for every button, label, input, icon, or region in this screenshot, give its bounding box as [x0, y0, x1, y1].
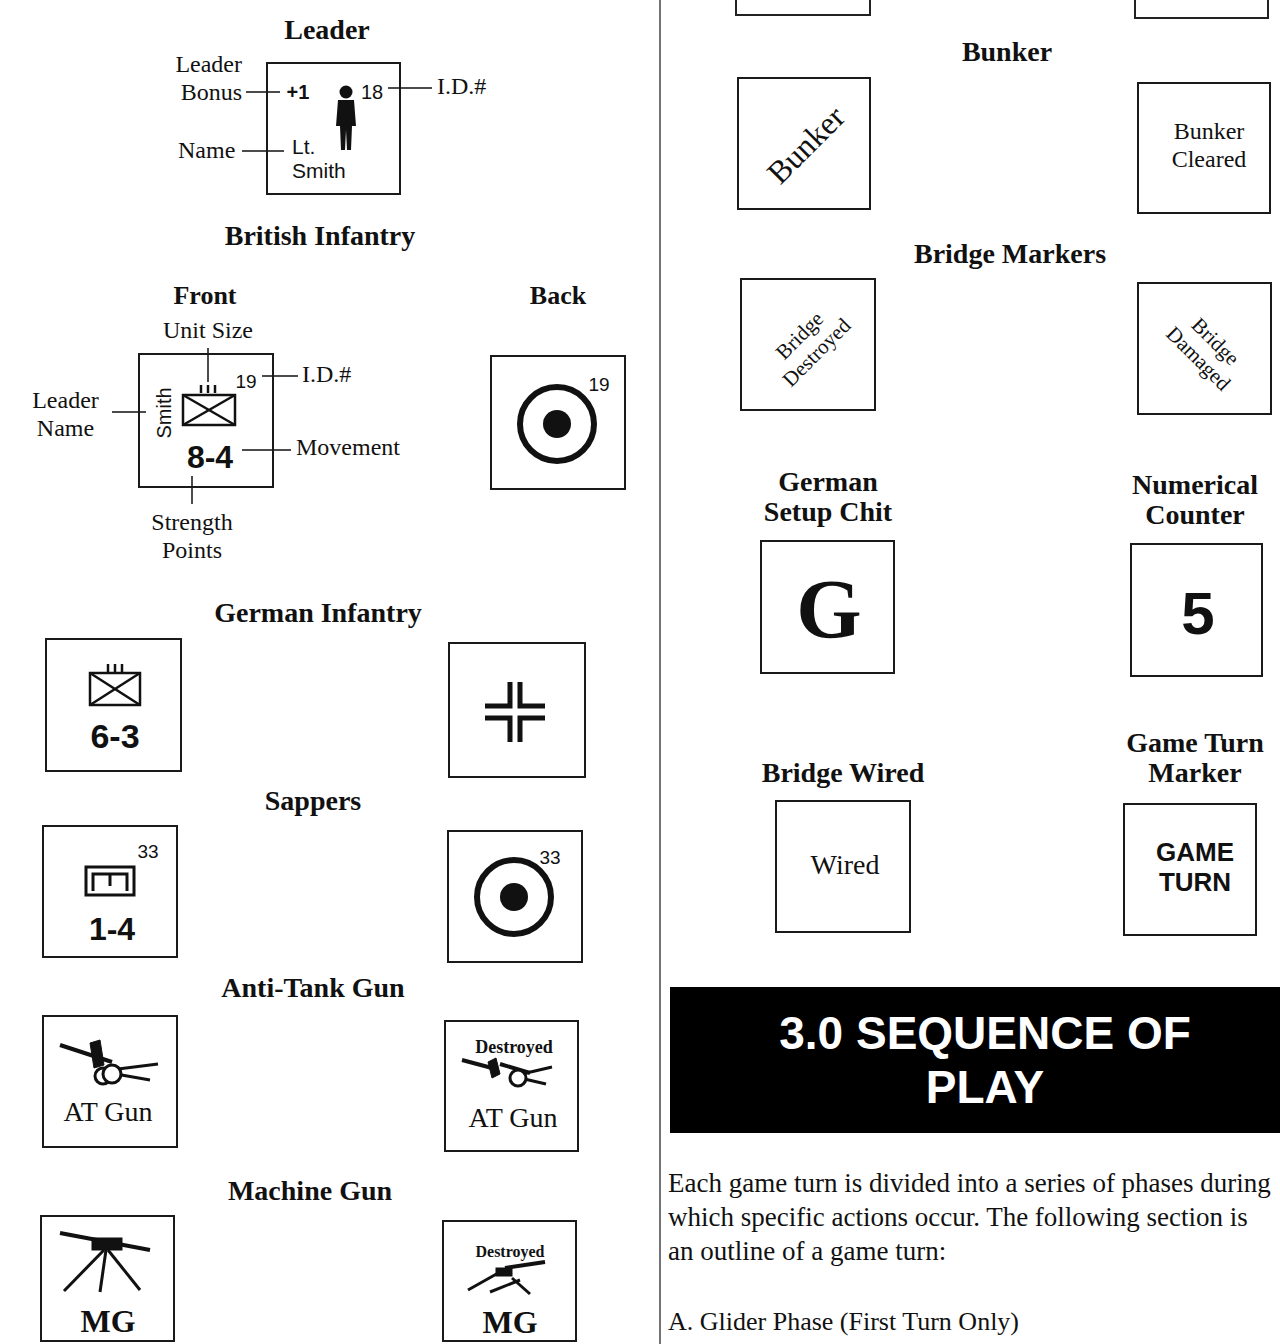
counter-text: 19 [588, 374, 609, 396]
engineer-symbol [86, 867, 134, 895]
callout-label: Strength Points [132, 508, 252, 564]
counter: DestroyedMG [442, 1220, 577, 1342]
counter-text: AT Gun [469, 1102, 558, 1134]
section-heading: Bridge Wired [733, 757, 953, 789]
counter-outline [1135, 0, 1268, 18]
wrecked-machine-gun-drawing [468, 1262, 545, 1294]
body-text: Each game turn is divided into a series … [668, 1166, 1274, 1268]
callout-label: Name [178, 136, 235, 164]
section-heading: German Setup Chit [743, 467, 913, 527]
counter-outline [736, 0, 870, 15]
column-divider [659, 0, 661, 1344]
counter: MG [40, 1215, 175, 1342]
counter: Bridge Damaged [1137, 282, 1272, 415]
counter: Bunker Cleared [1137, 82, 1271, 214]
counter: +1 18Lt. Smith [266, 62, 401, 195]
roundel-symbol [477, 860, 551, 934]
counter: 33 [447, 830, 583, 963]
counter-text: GAME TURN [1139, 837, 1251, 897]
counter-text: Bridge Damaged [1153, 296, 1260, 403]
counter-outline [449, 643, 585, 777]
counter-text: 3.0 SEQUENCE OF PLAY [725, 1006, 1245, 1114]
leader-line [112, 88, 432, 504]
counter: Wired [775, 800, 911, 933]
machine-gun-drawing [60, 1233, 150, 1292]
counter: 6-3 [45, 638, 182, 772]
counter-text: 6-3 [90, 717, 139, 756]
counter: Bunker [737, 77, 871, 210]
section-heading: Anti-Tank Gun [183, 972, 443, 1004]
counter-text: 18 [361, 81, 383, 104]
section-heading: Back [498, 281, 618, 311]
section-heading: Numerical Counter [1115, 470, 1275, 530]
counter: Destroyed AT Gun [444, 1020, 579, 1152]
section-heading: Machine Gun [190, 1175, 430, 1207]
counter-text: +1 [287, 81, 310, 104]
counter-text: Bunker Cleared [1149, 117, 1269, 173]
counter-text: 19 [235, 371, 256, 393]
callout-label: Movement [296, 433, 400, 461]
counter: 5 [1130, 543, 1263, 677]
infantry-symbol [90, 664, 140, 705]
callout-label: I.D.# [437, 72, 486, 100]
counter-text: 33 [539, 847, 560, 869]
counter-text: 5 [1181, 579, 1214, 648]
counter: G [760, 540, 895, 674]
counter-text: MG [482, 1304, 537, 1341]
counter-text: MG [80, 1303, 135, 1340]
section-heading: Game Turn Marker [1110, 728, 1280, 788]
section-heading: Bunker [907, 36, 1107, 68]
counter-text: Smith [153, 387, 176, 438]
callout-label: Leader Bonus [147, 50, 242, 106]
counter-text: Destroyed [475, 1037, 553, 1058]
counter: AT Gun [42, 1015, 178, 1148]
callout-label: I.D.# [302, 360, 351, 388]
counter-text: Bunker [760, 99, 853, 192]
counter: GAME TURN [1123, 803, 1257, 936]
cross-symbol [485, 682, 545, 742]
wrecked-gun-drawing [462, 1058, 552, 1086]
counter-text: G [796, 562, 861, 659]
body-text: A. Glider Phase (First Turn Only) [668, 1306, 1274, 1338]
counter-text: 33 [137, 841, 158, 863]
counter-text: Bridge Destroyed [754, 290, 861, 397]
counter: 33 1-4 [42, 825, 178, 958]
counter: Smith 19 8-4 [138, 353, 274, 488]
counter-text: Lt. Smith [292, 135, 356, 183]
section-band: 3.0 SEQUENCE OF PLAY [670, 987, 1280, 1133]
counter: Bridge Destroyed [740, 278, 876, 411]
callout-label: Leader Name [18, 386, 113, 442]
counter-text: 8-4 [187, 439, 233, 476]
section-heading: Front [145, 281, 265, 311]
counter-text: Destroyed [475, 1243, 544, 1261]
section-heading: Bridge Markers [880, 238, 1140, 270]
counter-text: 1-4 [89, 911, 135, 948]
leader-figure [336, 86, 356, 151]
section-heading: Leader [227, 14, 427, 46]
callout-label: Unit Size [138, 316, 278, 344]
gun-drawing [60, 1040, 158, 1084]
section-heading: German Infantry [168, 597, 468, 629]
section-heading: British Infantry [170, 220, 470, 252]
counter-text: Wired [811, 849, 880, 881]
section-heading: Sappers [213, 785, 413, 817]
infantry-symbol [183, 385, 235, 425]
roundel-symbol [520, 387, 594, 461]
counter: 19 [490, 355, 626, 490]
counter-text: AT Gun [64, 1096, 153, 1128]
